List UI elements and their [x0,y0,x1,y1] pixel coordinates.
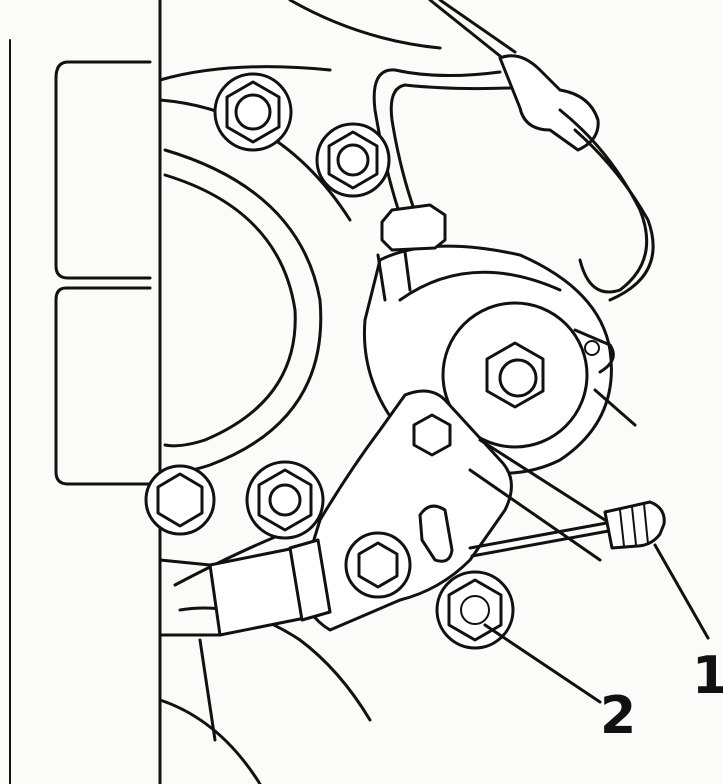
leader-line-2 [483,623,602,704]
adjusting-bolt [435,570,515,650]
cable-end [158,538,332,637]
housing-bolt-upper-left [213,72,293,152]
leader-line-1 [653,543,710,640]
housing-bolt-lower-left [144,464,216,536]
bleeder-tool [468,500,666,558]
brake-pipe [372,0,655,302]
left-panel [9,0,162,784]
housing-bolt-upper [315,122,391,198]
cable-bolt [344,531,412,599]
leader-lines [483,543,710,704]
callout-label-1: 1 [692,646,723,706]
housing-bolt-lower [245,460,325,540]
callout-label-2: 2 [600,686,636,746]
